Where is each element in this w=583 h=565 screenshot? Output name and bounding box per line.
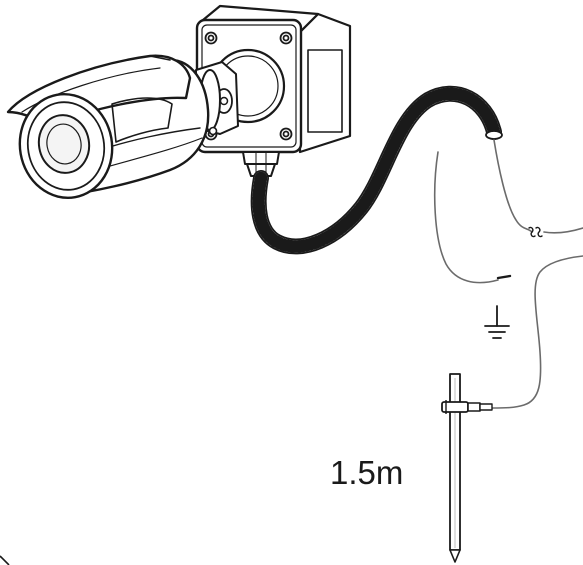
corner-fragment bbox=[0, 555, 10, 565]
cable-gland bbox=[242, 151, 280, 177]
ground-rod bbox=[441, 373, 493, 563]
bullet-camera bbox=[6, 54, 239, 200]
ground-icon bbox=[484, 305, 510, 339]
flexible-conduit bbox=[250, 85, 503, 255]
wire-break-icon bbox=[528, 226, 543, 238]
depth-label: 1.5m bbox=[330, 454, 404, 491]
ground-wire bbox=[433, 139, 583, 409]
